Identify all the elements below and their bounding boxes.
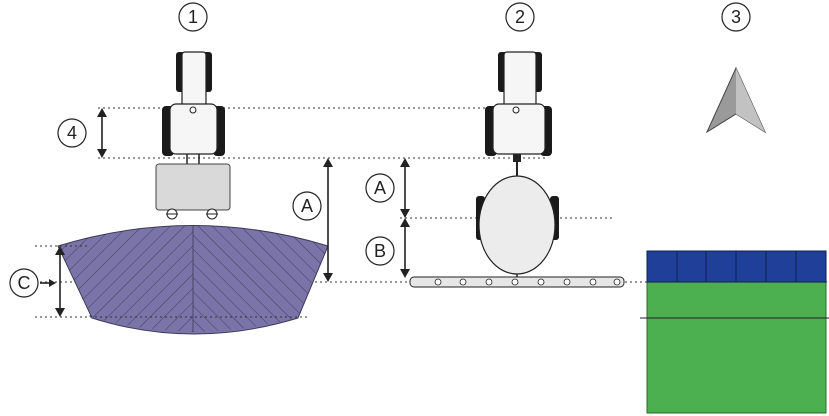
marker-2-label: 2 [515, 7, 525, 27]
field-section-map [640, 250, 829, 414]
marker-2: 2 [505, 2, 535, 32]
dimension-4: 4 [57, 108, 107, 158]
implement-icon [155, 163, 231, 220]
working-width-area [57, 225, 329, 335]
dimension-a-left: A [292, 158, 333, 282]
tractor-icon [485, 51, 552, 162]
label-4: 4 [67, 123, 77, 143]
trailed-implement-icon [476, 162, 559, 281]
boom-bar [409, 276, 625, 288]
marker-3: 3 [721, 2, 751, 32]
dimension-a-right: A [365, 158, 410, 218]
marker-3-label: 3 [731, 7, 741, 27]
label-a-right: A [374, 178, 386, 198]
navigation-arrow-icon [705, 66, 767, 134]
label-a-left: A [301, 196, 313, 216]
label-c: C [18, 273, 31, 293]
marker-1: 1 [178, 2, 208, 32]
tractor-icon [162, 51, 225, 164]
marker-1-label: 1 [188, 7, 198, 27]
label-b: B [374, 241, 386, 261]
dimension-b: B [365, 218, 410, 278]
dimension-c: C [9, 245, 310, 318]
